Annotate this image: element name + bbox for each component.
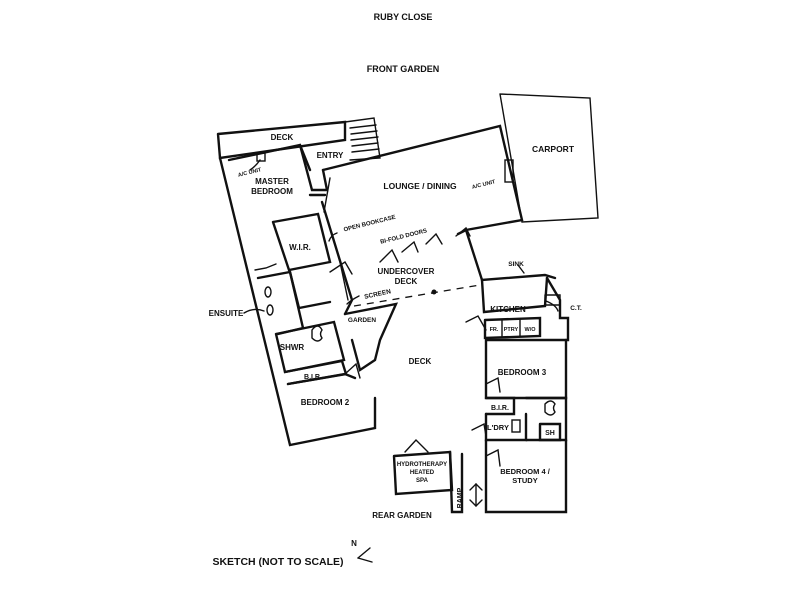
lounge-inner-line	[323, 177, 331, 213]
kitchen-right	[485, 276, 570, 342]
wir-door	[254, 263, 277, 271]
open-bookcase-label: OPEN BOOKCASE	[343, 215, 396, 234]
entry-stairs	[344, 117, 381, 161]
ldry-walls	[484, 412, 528, 442]
fridge-label: FR.	[490, 327, 499, 333]
carport-outline	[499, 93, 599, 223]
bedroom4-walls	[484, 438, 568, 514]
top-deck-label: DECK	[271, 133, 294, 142]
basin-2	[266, 304, 274, 316]
leader-lines	[243, 159, 559, 314]
ramp-arrow	[469, 483, 483, 507]
bedroom4-label-1: BEDROOM 4 /	[500, 467, 551, 476]
lounge-dining-label: LOUNGE / DINING	[383, 181, 457, 191]
spa-label-1: HYDROTHERAPY	[397, 462, 447, 468]
floor-plan-walls	[216, 93, 599, 514]
right-wing-top	[464, 228, 557, 282]
bookcase-leader	[328, 232, 338, 242]
bedroom2-label: BEDROOM 2	[301, 398, 350, 407]
basin-1	[264, 286, 272, 298]
pantry-walls	[483, 316, 542, 340]
bedroom3-label: BEDROOM 3	[498, 368, 547, 377]
sink-leader	[517, 264, 525, 274]
kitchen-walls	[480, 276, 549, 314]
laundry-tub	[511, 419, 521, 433]
screen-leader	[346, 295, 360, 305]
north-label: N	[351, 539, 357, 548]
sink-label: SINK	[508, 261, 524, 268]
bedroom4-label-2: STUDY	[512, 476, 537, 485]
wir-label: W.I.R.	[289, 243, 311, 252]
bir-1-label: B.I.R.	[304, 374, 322, 381]
sh-box	[538, 422, 562, 442]
spa-gate	[404, 438, 429, 453]
ensuite-label: ENSUITE	[209, 309, 244, 318]
ensuite-inner	[276, 270, 305, 336]
bedroom4-door	[485, 448, 501, 467]
bedroom3-door	[485, 376, 501, 393]
ldry-door	[471, 422, 487, 437]
undercover-dash-line	[353, 284, 481, 307]
deck-post-dot	[431, 289, 437, 295]
laundry-label: L'DRY	[487, 423, 509, 432]
sink-box	[544, 294, 561, 306]
ac-unit-1-box	[256, 152, 266, 162]
north-arrow-icon	[357, 547, 373, 563]
wir-walls	[271, 212, 332, 272]
master-bedroom-label-1: MASTER	[255, 177, 289, 186]
undercover-deck-label-1: UNDERCOVER	[378, 267, 435, 276]
bookcase-line	[331, 233, 349, 301]
wall-oven-label: W/O	[525, 327, 537, 333]
spa-label-2: HEATED	[410, 470, 435, 476]
toilet-2	[544, 400, 556, 416]
pantry-label: PTRY	[504, 327, 519, 333]
bir-2-label: B.I.R.	[491, 405, 509, 412]
bedroom2-door	[344, 362, 361, 379]
street-label: RUBY CLOSE	[374, 12, 433, 22]
bir-2-walls	[484, 396, 516, 416]
fixtures	[256, 152, 556, 433]
left-wing-outline	[218, 156, 377, 447]
ct-label: C.T.	[570, 305, 582, 312]
ac-unit-1-label: A/C UNIT	[237, 167, 262, 179]
ac1-leader	[249, 159, 261, 171]
sketch-note-label: SKETCH (NOT TO SCALE)	[212, 556, 343, 568]
deck-label: DECK	[409, 357, 432, 366]
ac-unit-2-label: A/C UNIT	[471, 179, 496, 191]
entry-label: ENTRY	[317, 151, 344, 160]
bi-fold-doors-label: BI-FOLD DOORS	[380, 228, 428, 245]
spa-label-3: SPA	[416, 478, 429, 484]
shwr-walls	[274, 320, 346, 374]
garden-bed-outline	[343, 302, 399, 372]
kitchen-door	[465, 315, 487, 331]
undercover-deck-label-2: DECK	[395, 277, 418, 286]
ac-unit-2-box	[504, 159, 514, 183]
carport-label: CARPORT	[532, 144, 575, 154]
garden-label: GARDEN	[348, 317, 376, 324]
ramp-label: RAMP	[457, 487, 464, 508]
ensuite-leader	[243, 308, 265, 314]
kitchen-label: KITCHEN	[490, 305, 526, 314]
master-bedroom-walls	[227, 143, 312, 172]
shower-label: SHWR	[280, 343, 305, 352]
front-garden-label: FRONT GARDEN	[367, 64, 440, 74]
bi-fold-doors	[329, 226, 471, 275]
ramp-outline	[448, 450, 464, 514]
master-bedroom-label-2: BEDROOM	[251, 187, 293, 196]
top-deck-outline	[216, 120, 347, 160]
screen-label: SCREEN	[364, 288, 392, 301]
ct-leader	[545, 300, 559, 312]
entry-walls	[298, 143, 329, 192]
toilet-1	[311, 325, 323, 342]
sh-label: SH	[545, 430, 555, 437]
rear-garden-label: REAR GARDEN	[372, 511, 432, 520]
